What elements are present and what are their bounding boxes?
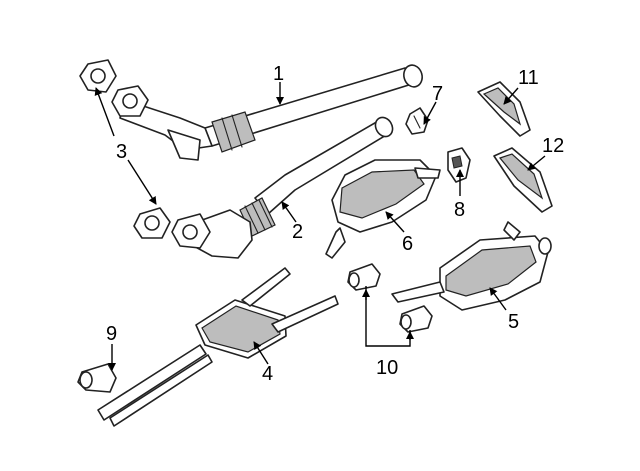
center-muffler-4 bbox=[97, 267, 339, 427]
callout-6: 6 bbox=[402, 233, 413, 255]
rear-muffler-5 bbox=[391, 221, 552, 311]
callout-1: 1 bbox=[273, 63, 284, 85]
callout-9: 9 bbox=[106, 323, 117, 345]
callout-10: 10 bbox=[376, 357, 398, 379]
callout-3: 3 bbox=[116, 141, 127, 163]
muffler-6 bbox=[325, 159, 441, 259]
clamps-10 bbox=[347, 263, 433, 333]
callout-2: 2 bbox=[292, 221, 303, 243]
front-pipe-2 bbox=[171, 116, 394, 259]
front-pipe-1 bbox=[79, 59, 423, 161]
callout-12: 12 bbox=[542, 135, 564, 157]
leader-lines bbox=[94, 82, 546, 371]
heat-shield-12 bbox=[493, 147, 553, 213]
heat-shield-11 bbox=[477, 81, 531, 137]
callout-7: 7 bbox=[432, 83, 443, 105]
bracket-8 bbox=[447, 147, 471, 183]
clamp-9 bbox=[77, 363, 117, 393]
callout-5: 5 bbox=[508, 311, 519, 333]
callout-8: 8 bbox=[454, 199, 465, 221]
callout-11: 11 bbox=[518, 67, 539, 89]
clamp-7 bbox=[405, 107, 429, 135]
gasket-3 bbox=[133, 207, 171, 239]
callout-4: 4 bbox=[262, 363, 273, 385]
